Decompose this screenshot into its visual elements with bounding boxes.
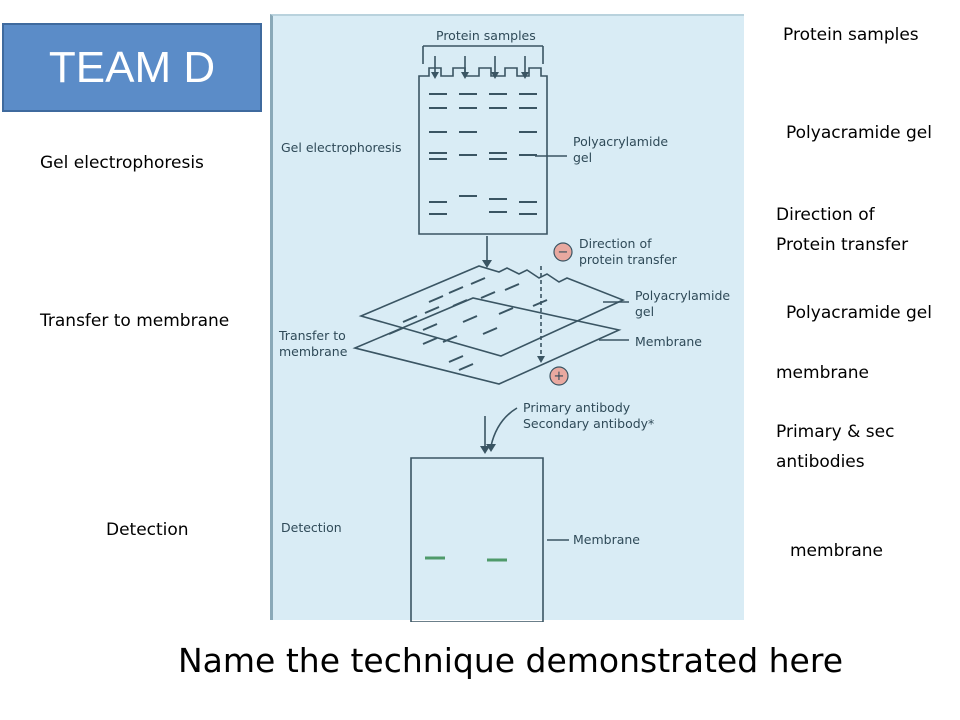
gel-2-band (428, 295, 444, 303)
membrane-1-band (448, 355, 464, 363)
sample-arrowhead-1 (431, 72, 439, 79)
membrane-1-outline (352, 297, 622, 385)
figure-label-transfer-line2: membrane (279, 344, 348, 359)
plus-electrode-sign: + (554, 369, 565, 384)
gel-2-band (470, 277, 486, 285)
figure-label-direction-line2: protein transfer (579, 252, 677, 267)
label-antibodies-line2: antibodies (776, 452, 865, 472)
label-membrane-2: membrane (790, 541, 884, 561)
gel-2-band (532, 299, 548, 307)
figure-drawing: − + (352, 45, 629, 622)
label-direction-line1: Direction of (776, 205, 875, 225)
sample-arrowhead-4 (521, 72, 529, 79)
membrane-1-band (458, 363, 474, 371)
plus-electrode-circle (549, 366, 569, 386)
label-antibodies-line1: Primary & sec (776, 422, 895, 442)
membrane-2-outline (410, 457, 544, 622)
figure-label-polyacrylamide-2-line1: Polyacrylamide (635, 288, 731, 303)
minus-electrode-circle (553, 242, 573, 262)
label-gel-electrophoresis: Gel electrophoresis (40, 153, 204, 173)
gel-2-band (504, 283, 520, 291)
gel-2-band (452, 299, 468, 307)
figure-label-membrane-1: Membrane (635, 334, 702, 349)
label-membrane-1: membrane (776, 363, 870, 383)
figure-label-gel-electrophoresis: Gel electrophoresis (281, 140, 402, 155)
gel-2-band (442, 335, 458, 343)
gel-2-band (482, 327, 498, 335)
gel-2-band (388, 327, 404, 335)
gel-2-band (402, 315, 418, 323)
team-badge-text: TEAM D (48, 42, 216, 92)
figure-label-transfer-line1: Transfer to (279, 328, 346, 343)
gel-1-outline (418, 67, 548, 235)
sample-arrowhead-2 (461, 72, 469, 79)
minus-electrode-sign: − (558, 245, 569, 260)
label-polyacramide-gel-1: Polyacramide gel (786, 123, 932, 143)
transfer-arrowhead (537, 356, 545, 363)
step-arrowhead-2 (480, 446, 490, 454)
team-badge: TEAM D (2, 23, 262, 112)
label-polyacramide-gel-2: Polyacramide gel (786, 303, 932, 323)
gel-2-band (498, 307, 514, 315)
western-blot-figure: − + Protein samples Gel electrophoresis … (270, 14, 744, 622)
gel-2-band (424, 306, 440, 314)
gel-2-band (448, 286, 464, 294)
figure-label-direction-line1: Direction of (579, 236, 652, 251)
label-transfer-to-membrane: Transfer to membrane (40, 311, 230, 331)
gel-2-band (480, 291, 496, 299)
sample-arrowhead-3 (491, 72, 499, 79)
label-detection: Detection (106, 520, 189, 540)
membrane-1-band (422, 337, 438, 345)
label-direction-line2: Protein transfer (776, 235, 909, 255)
question-text: Name the technique demonstrated here (178, 641, 843, 680)
gel-2-band (462, 315, 478, 323)
gel-2-band (422, 323, 438, 331)
label-protein-samples: Protein samples (783, 25, 919, 45)
figure-label-polyacrylamide-1-line2: gel (573, 150, 593, 165)
antibody-curved-arrow (490, 407, 518, 447)
figure-label-polyacrylamide-1-line1: Polyacrylamide (573, 134, 669, 149)
figure-label-secondary-antibody: Secondary antibody* (523, 416, 655, 431)
figure-label-polyacrylamide-2-line2: gel (635, 304, 655, 319)
figure-label-detection: Detection (281, 520, 342, 535)
gel-2-outline (358, 265, 626, 357)
step-arrowhead-1 (482, 260, 492, 268)
figure-label-protein-samples: Protein samples (436, 28, 536, 43)
figure-label-membrane-2: Membrane (573, 532, 640, 547)
figure-label-primary-antibody: Primary antibody (523, 400, 631, 415)
sample-bracket (422, 45, 544, 64)
